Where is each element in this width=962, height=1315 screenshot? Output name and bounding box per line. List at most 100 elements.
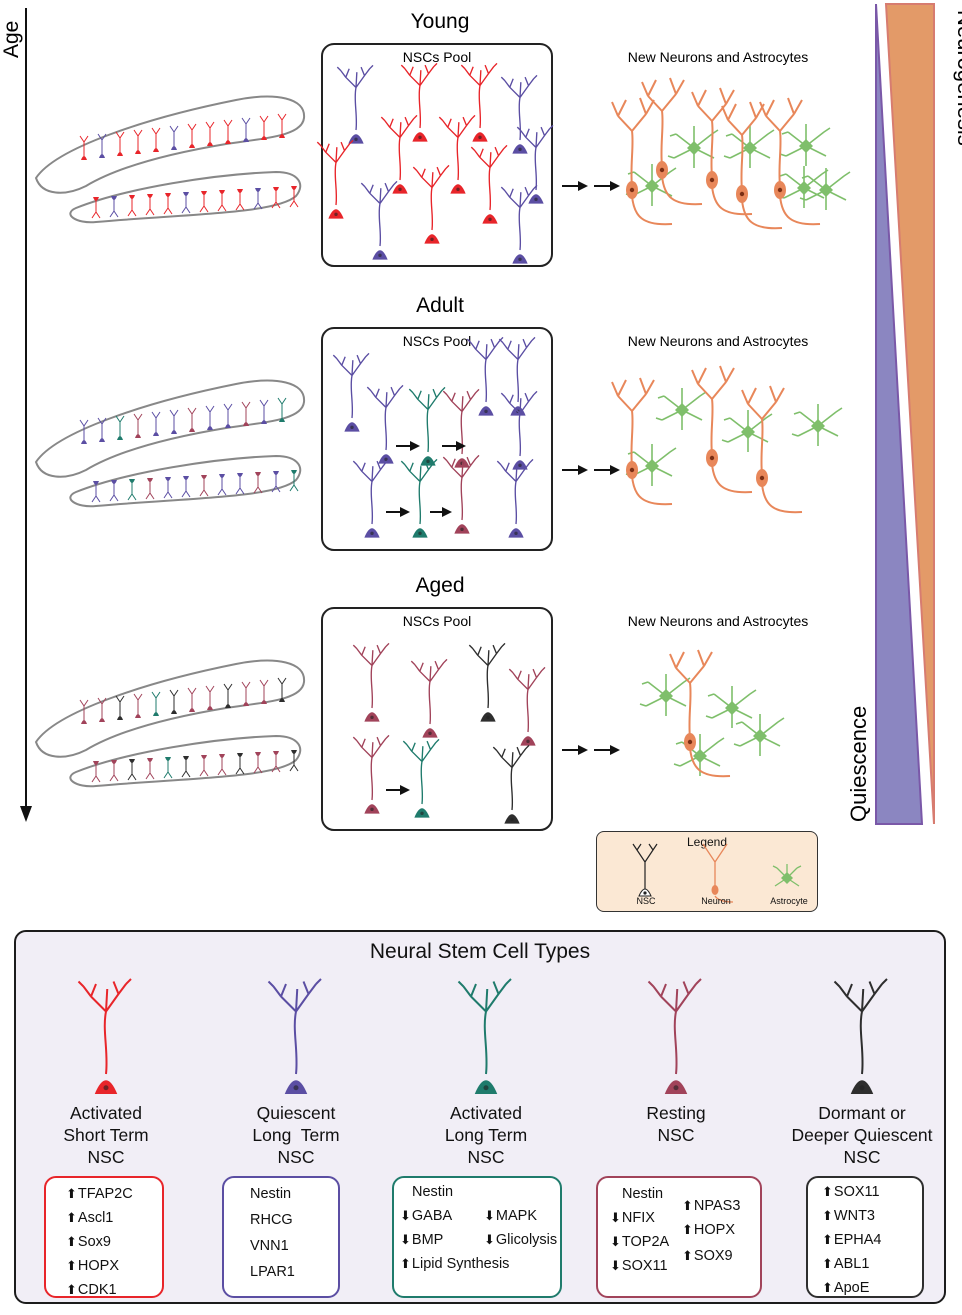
neuron-cell xyxy=(611,377,673,506)
neuron-cell xyxy=(741,385,803,514)
nsc-cell xyxy=(466,336,504,416)
astrocyte-cell xyxy=(733,714,785,756)
marker-top2a: TOP2A xyxy=(610,1234,669,1250)
legend-neuron-icon xyxy=(702,843,734,903)
marker-lipid-synthesis: Lipid Synthesis xyxy=(400,1256,510,1272)
nsc-cell xyxy=(408,386,446,466)
nsc-cell xyxy=(468,642,506,722)
legend-item-nsc: NSC xyxy=(636,896,656,906)
marker-epha4: EPHA4 xyxy=(822,1232,882,1248)
neuron-cell xyxy=(721,101,783,230)
neuron-cell xyxy=(759,97,821,226)
nsc-type-icon xyxy=(267,978,322,1094)
neurogenesis-label: Neurogenesis xyxy=(953,10,962,146)
dentate-gyrus xyxy=(34,659,306,788)
nsc-cell xyxy=(366,384,404,464)
nsc-cell xyxy=(400,62,438,142)
marker-box: SOX11WNT3EPHA4ABL1ApoE xyxy=(806,1176,924,1298)
nsc-type-3: Activated Long Term NSC xyxy=(396,932,576,1302)
nsc-cell xyxy=(410,658,448,738)
nsc-cell xyxy=(508,666,546,746)
legend-box: Legend NSC Neuron Astrocyte xyxy=(596,831,818,912)
marker-bmp: BMP xyxy=(400,1232,443,1248)
neurogenesis-bar xyxy=(884,3,935,825)
types-panel-title: Neural Stem Cell Types xyxy=(369,940,591,963)
marker-npas3: NPAS3 xyxy=(682,1198,740,1214)
nsc-cell xyxy=(500,184,538,264)
neuron-cell xyxy=(691,365,753,494)
nsc-type-icon xyxy=(647,978,702,1094)
nscs-pool-label: NSCs Pool xyxy=(403,49,471,65)
nsc-type-1: Activated Short Term NSC xyxy=(16,932,196,1302)
neuron-cell xyxy=(641,77,703,206)
nsc-cell xyxy=(360,180,398,260)
new-cells-label: New Neurons and Astrocytes xyxy=(628,333,809,349)
nscs-pool-box xyxy=(321,607,553,831)
dentate-gyrus xyxy=(34,379,306,508)
marker-sox11: SOX11 xyxy=(822,1184,880,1200)
nsc-cell xyxy=(442,388,480,468)
astrocyte-cell xyxy=(639,674,691,716)
nsc-type-icon xyxy=(77,978,132,1094)
marker-tfap2c: TFAP2C xyxy=(66,1186,133,1202)
marker-sox11: SOX11 xyxy=(610,1258,668,1274)
quiescence-label: Quiescence xyxy=(846,706,871,822)
astrocyte-cell xyxy=(667,126,719,168)
nsc-type-2: Quiescent Long Term NSC xyxy=(206,932,386,1302)
nsc-cell xyxy=(77,978,132,1094)
nsc-cell xyxy=(500,74,538,154)
marker-mapk: MAPK xyxy=(484,1208,537,1224)
legend-nsc-icon xyxy=(632,843,658,897)
legend-astrocyte-icon xyxy=(772,864,802,887)
marker-wnt3: WNT3 xyxy=(822,1208,875,1224)
marker-box: NestinNFIXTOP2ASOX11NPAS3HOPXSOX9 xyxy=(596,1176,762,1298)
nscs-pool-label: NSCs Pool xyxy=(403,613,471,629)
marker-nestin: Nestin xyxy=(250,1186,292,1202)
nsc-cell xyxy=(400,458,438,538)
astrocyte-cell xyxy=(799,168,851,210)
nsc-type-4: Resting NSC xyxy=(586,932,766,1302)
nsc-cell xyxy=(516,124,554,204)
nsc-cell xyxy=(412,164,450,244)
nsc-type-icon xyxy=(833,978,888,1094)
marker-gaba: GABA xyxy=(400,1208,452,1224)
neuron-cell xyxy=(611,97,673,226)
nsc-cell xyxy=(267,978,322,1094)
nsc-cell xyxy=(380,114,418,194)
nsc-cell xyxy=(316,139,354,219)
nsc-cell xyxy=(442,454,480,534)
legend-item-astrocyte: Astrocyte xyxy=(770,896,808,906)
nsc-cell xyxy=(352,734,390,814)
marker-box: NestinGABAMAPKBMPGlicolysisLipid Synthes… xyxy=(392,1176,562,1298)
legend-icons xyxy=(632,843,802,903)
nsc-cell xyxy=(402,738,440,818)
nsc-type-name: Quiescent Long Term NSC xyxy=(252,1103,340,1167)
marker-nfix: NFIX xyxy=(610,1210,655,1226)
nsc-cell xyxy=(460,62,498,142)
legend-item-neuron: Neuron xyxy=(701,896,731,906)
nsc-types-panel: Neural Stem Cell Types Activated Short T… xyxy=(14,930,946,1304)
nsc-cell xyxy=(352,642,390,722)
marker-sox9: Sox9 xyxy=(66,1234,111,1250)
legend-title: Legend xyxy=(686,835,728,849)
marker-hopx: HOPX xyxy=(682,1222,735,1238)
astrocyte-cell xyxy=(705,686,757,728)
nsc-cell xyxy=(438,114,476,194)
nsc-cell xyxy=(496,458,534,538)
stage-title: Adult xyxy=(416,294,464,317)
marker-apoe: ApoE xyxy=(822,1280,869,1296)
marker-cdk1: CDK1 xyxy=(66,1282,117,1298)
stage-title: Aged xyxy=(415,574,464,597)
marker-vnn1: VNN1 xyxy=(250,1238,289,1254)
marker-lpar1: LPAR1 xyxy=(250,1264,295,1280)
dentate-gyrus xyxy=(34,95,306,224)
nsc-cell xyxy=(833,978,888,1094)
neuron-cell xyxy=(691,87,753,216)
nsc-cell xyxy=(332,352,370,432)
nsc-cell xyxy=(470,144,508,224)
marker-box: TFAP2CAscl1Sox9HOPXCDK1 xyxy=(44,1176,164,1298)
